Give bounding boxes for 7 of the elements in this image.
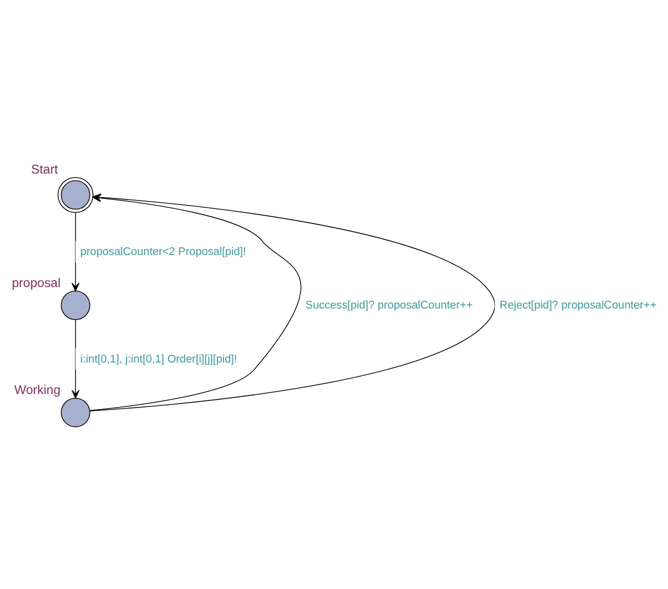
node-label: Start: [31, 162, 58, 176]
node-label: Working: [14, 382, 61, 397]
edge-label: Success[pid]? proposalCounter++: [305, 299, 473, 312]
edge-label: i:int[0,1], j:int[0,1] Order[i][j][pid]!: [80, 352, 238, 365]
edge-label: Reject[pid]? proposalCounter++: [500, 299, 656, 312]
node-label: proposal: [12, 275, 61, 290]
edge-label: proposalCounter<2 Proposal[pid]!: [80, 246, 246, 258]
